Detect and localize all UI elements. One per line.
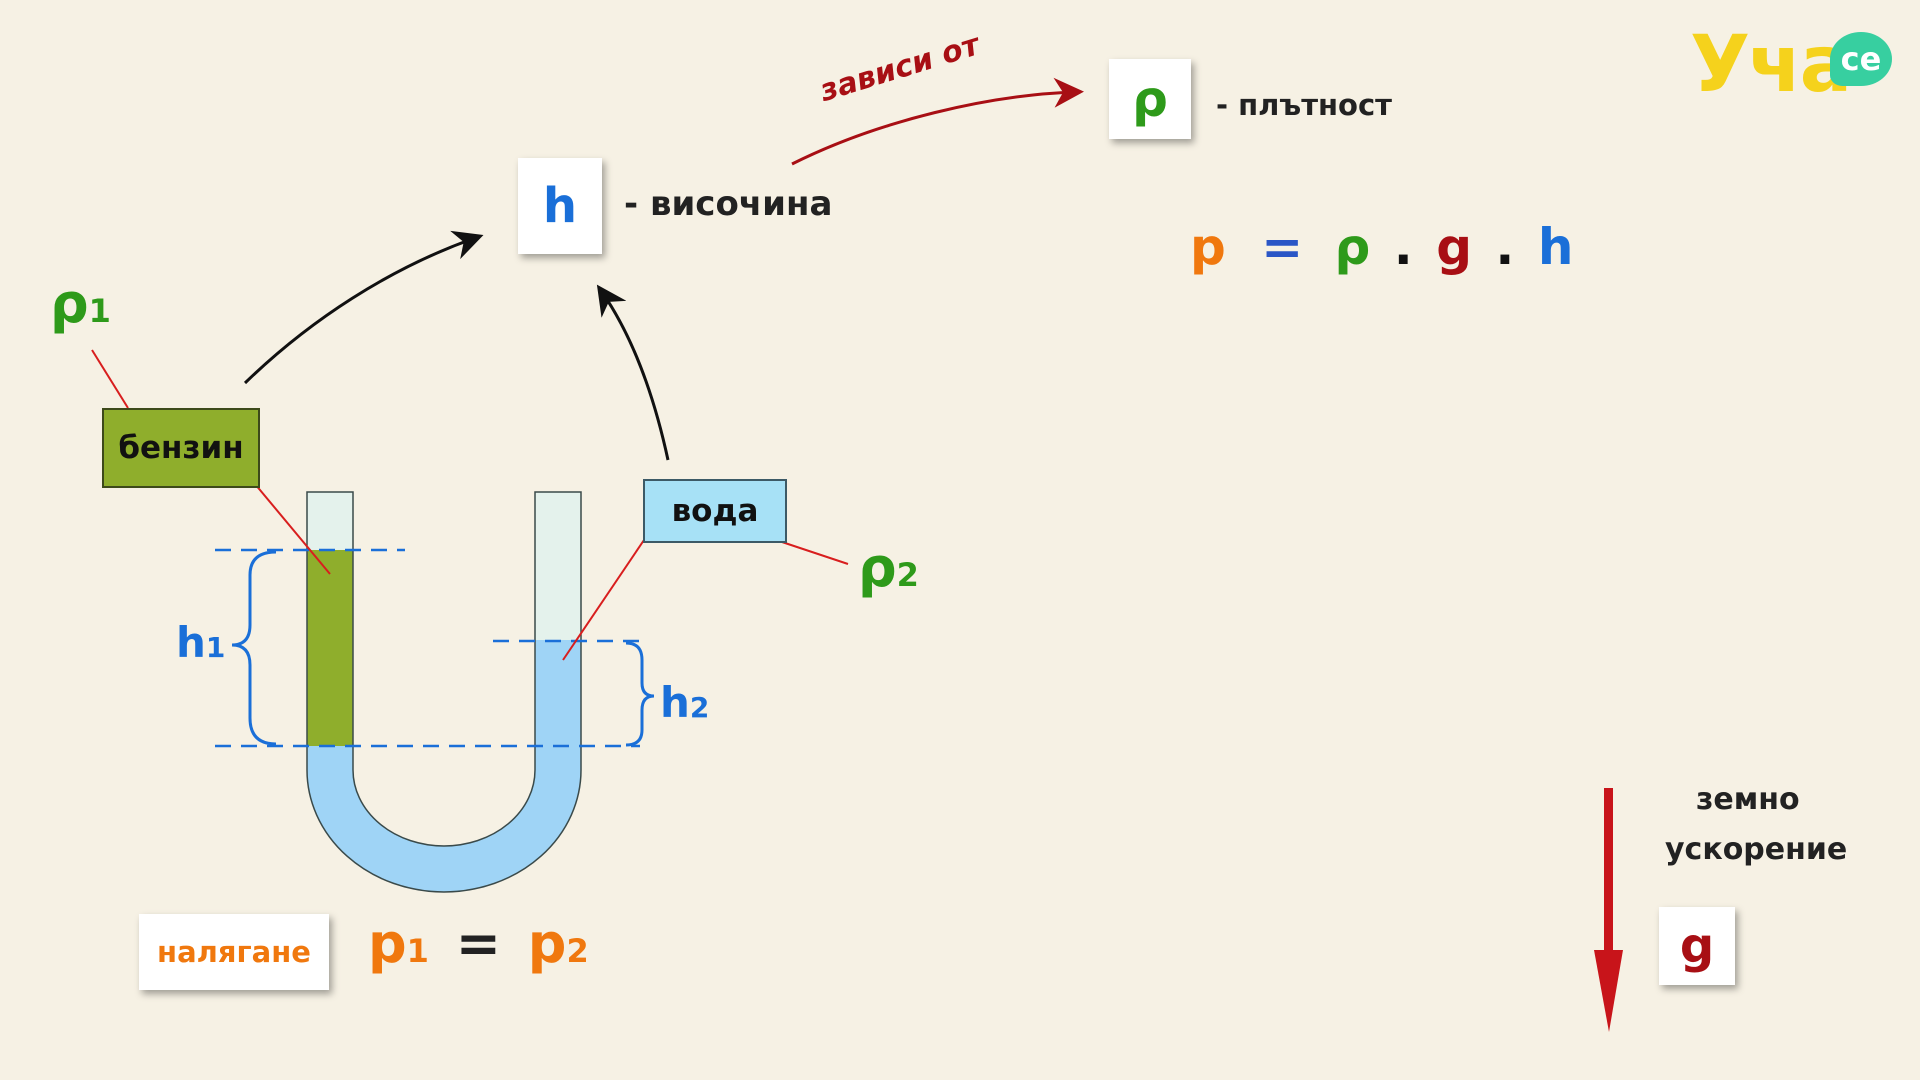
- formula-rho: ρ: [1334, 218, 1371, 276]
- h2-label: h2: [660, 678, 710, 727]
- rho1-label: ρ1: [50, 272, 111, 335]
- h-card-symbol: h: [542, 178, 578, 234]
- gravity-label-line1: земно: [1696, 782, 1800, 817]
- h-card: h: [518, 158, 602, 254]
- rho-card: ρ: [1109, 59, 1191, 139]
- g-card: g: [1659, 907, 1735, 985]
- arrow-water-to-h: [596, 284, 670, 461]
- ucha-se-logo: Уча: [1690, 20, 1852, 110]
- gravity-label-line2: ускорение: [1665, 832, 1848, 867]
- h1-label: h1: [176, 618, 226, 667]
- formula-h: h: [1537, 218, 1574, 276]
- formula-dot2: .: [1495, 218, 1515, 276]
- gravity-arrow: [1594, 788, 1623, 1032]
- p1-sub: 1: [406, 932, 429, 970]
- water-label: вода: [671, 493, 759, 529]
- equality-sign: =: [455, 912, 501, 975]
- p1-symbol: p: [368, 912, 407, 975]
- formula-g: g: [1436, 218, 1472, 276]
- petrol-tag: бензин: [102, 408, 260, 488]
- water-fill: [307, 640, 581, 892]
- arrow-depends-on: [791, 77, 1084, 166]
- pressure-card-label: налягане: [157, 935, 311, 969]
- water-tag: вода: [643, 479, 787, 543]
- logo-bubble: се: [1830, 32, 1892, 86]
- formula-p: p: [1190, 218, 1226, 276]
- pressure-card: налягане: [139, 914, 329, 990]
- pressure-equality: p1 = p2: [368, 912, 589, 975]
- rho-card-symbol: ρ: [1132, 70, 1168, 128]
- brace-h1: [231, 550, 277, 746]
- brace-h2: [625, 641, 655, 747]
- p2-symbol: p: [527, 912, 567, 975]
- formula: p = ρ . g . h: [1190, 218, 1573, 276]
- formula-dot1: .: [1393, 218, 1413, 276]
- rho2-label: ρ2: [858, 536, 919, 599]
- formula-eq: =: [1261, 218, 1304, 276]
- pointer-lines: [91, 349, 849, 661]
- u-tube: [306, 491, 582, 893]
- arrow-petrol-to-h: [243, 230, 484, 385]
- height-label: - височина: [624, 184, 833, 224]
- g-card-symbol: g: [1679, 918, 1715, 974]
- level-lines: [215, 548, 640, 748]
- petrol-label: бензин: [118, 430, 244, 466]
- p2-sub: 2: [566, 932, 589, 970]
- density-label: - плътност: [1216, 88, 1392, 122]
- petrol-fill: [307, 550, 353, 746]
